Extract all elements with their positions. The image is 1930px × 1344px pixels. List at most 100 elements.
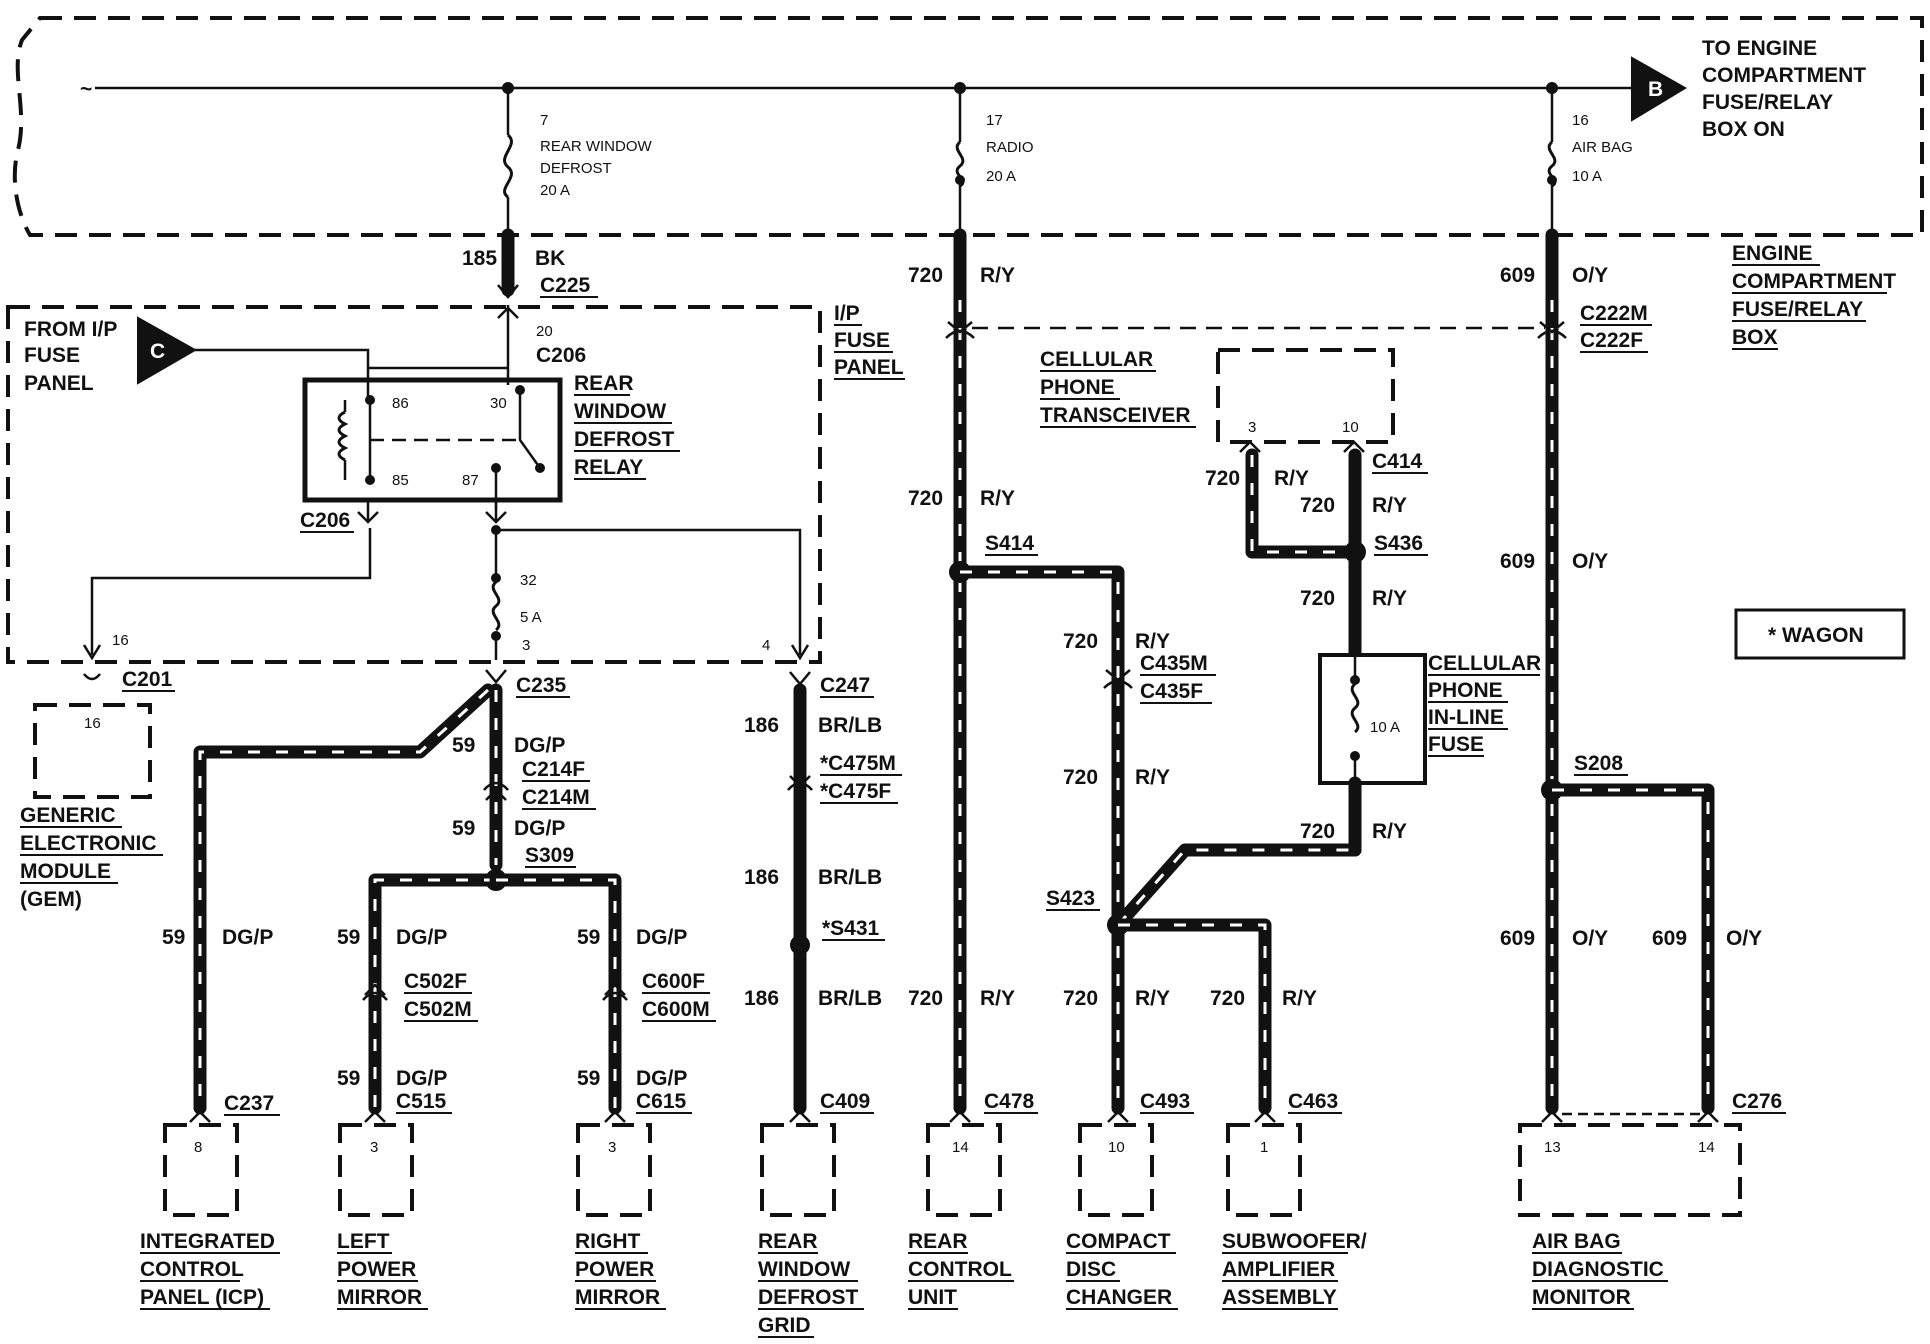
cellular-phone: CELLULAR PHONE TRANSCEIVER 3 10 C414 720…: [1040, 348, 1541, 857]
fuse-7-name2: DEFROST: [540, 160, 612, 177]
rpm-name-3: MIRROR: [575, 1286, 660, 1309]
wire-ry-i: R/Y: [1274, 467, 1309, 490]
wire-59-c: 59: [162, 926, 185, 949]
inline-fuse-name-2: PHONE: [1428, 679, 1503, 702]
wire-dgp-a: DG/P: [514, 734, 565, 757]
wire-720-d: 720: [1063, 766, 1098, 789]
circuit-186: C247 186 BR/LB *C475M *C475F 186 BR/LB *…: [744, 671, 902, 1115]
wire-brlb-c: BR/LB: [818, 987, 882, 1010]
wire-ry-g: R/Y: [1282, 987, 1317, 1010]
wire-dgp-d: DG/P: [396, 926, 447, 949]
wire-oy-a: O/Y: [1572, 264, 1608, 287]
wire-720-b: 720: [908, 487, 943, 510]
wire-ry-f: R/Y: [1135, 987, 1170, 1010]
wire-ry-j: R/Y: [1372, 494, 1407, 517]
fuse-7: 7 REAR WINDOW DEFROST 20 A: [502, 82, 653, 235]
wire-ry-e: R/Y: [980, 987, 1015, 1010]
wire-720-c: 720: [1063, 630, 1098, 653]
grid-name-1: REAR: [758, 1230, 818, 1253]
wire-dgp-b: DG/P: [514, 817, 565, 840]
conn-c435m: C435M: [1140, 652, 1208, 675]
wire-609-c: 609: [1500, 927, 1535, 950]
engine-fuse-box: ~ B TO ENGINE COMPARTMENT FUSE/RELAY BOX…: [12, 16, 1924, 237]
abm-name-2: DIAGNOSTIC: [1532, 1258, 1664, 1281]
relay-title-2: WINDOW: [574, 400, 666, 423]
conn-c600f: C600F: [642, 970, 705, 993]
gem-pin-16: 16: [84, 715, 101, 732]
rcu-name-2: CONTROL: [908, 1258, 1012, 1281]
gem-module: C201 16 GENERIC ELECTRONIC MODULE (GEM): [20, 668, 175, 911]
cdc-name-2: DISC: [1066, 1258, 1116, 1281]
conn-c214m: C214M: [522, 786, 590, 809]
conn-c237: C237: [224, 1092, 274, 1115]
wire-dgp-g: DG/P: [636, 1067, 687, 1090]
wire-186-c: 186: [744, 987, 779, 1010]
component-boxes: 8 INTEGRATED CONTROL PANEL (ICP) 3 LEFT …: [140, 1110, 1742, 1338]
rcu-name-1: REAR: [908, 1230, 968, 1253]
gem-name-2: ELECTRONIC: [20, 832, 157, 855]
fuse-17-amps: 20 A: [986, 168, 1016, 185]
from-ip-1: FROM I/P: [24, 318, 117, 341]
wire-dgp-f: DG/P: [396, 1067, 447, 1090]
rpm-pin-3: 3: [608, 1139, 616, 1156]
wire-59-b: 59: [452, 817, 475, 840]
from-ip-2: FUSE: [24, 344, 80, 367]
feed-note-line2: COMPARTMENT: [1702, 64, 1866, 87]
icp-pin-8: 8: [194, 1139, 202, 1156]
lpm-name-3: MIRROR: [337, 1286, 422, 1309]
wire-ry-d: R/Y: [1135, 766, 1170, 789]
wire-oy-d: O/Y: [1726, 927, 1762, 950]
gem-name-3: MODULE: [20, 860, 111, 883]
grid-name-3: DEFROST: [758, 1286, 859, 1309]
wire-dgp-c: DG/P: [222, 926, 273, 949]
conn-c222f: C222F: [1580, 329, 1643, 352]
lpm-name-2: POWER: [337, 1258, 416, 1281]
fuse-16-num: 16: [1572, 112, 1589, 129]
ip-fuse-panel: I/P FUSE PANEL FROM I/P FUSE PANEL C 20 …: [6, 302, 905, 664]
transceiver-pin-3: 3: [1248, 419, 1256, 436]
ground-squiggle: ~: [80, 78, 92, 101]
pin-4: 4: [762, 637, 770, 654]
engine-title-1: ENGINE: [1732, 242, 1813, 265]
feed-note-line1: TO ENGINE: [1702, 37, 1817, 60]
cdc-name-1: COMPACT: [1066, 1230, 1171, 1253]
rcu-pin-14: 14: [952, 1139, 969, 1156]
conn-c409: C409: [820, 1090, 870, 1113]
grid-name-2: WINDOW: [758, 1258, 850, 1281]
conn-c247: C247: [820, 674, 870, 697]
conn-c502f: C502F: [404, 970, 467, 993]
wire-oy-c: O/Y: [1572, 927, 1608, 950]
icp-name-3: PANEL (ICP): [140, 1286, 264, 1309]
engine-title-2: COMPARTMENT: [1732, 270, 1896, 293]
sub-pin-1: 1: [1260, 1139, 1268, 1156]
conn-c475m: *C475M: [820, 752, 896, 775]
circuit-185: 185 BK C225: [462, 228, 598, 299]
wire-dgp-e: DG/P: [636, 926, 687, 949]
feed-ref-c: C: [150, 340, 165, 363]
circuit-720: 720 R/Y 720 R/Y S414 720 R/Y C435M C435F…: [908, 228, 1545, 1115]
feed-ref-b: B: [1648, 78, 1663, 101]
conn-c276: C276: [1732, 1090, 1782, 1113]
transceiver-pin-10: 10: [1342, 419, 1359, 436]
inline-fuse-name-4: FUSE: [1428, 733, 1484, 756]
engine-title-4: BOX: [1732, 326, 1778, 349]
fuse-7-num: 7: [540, 112, 548, 129]
pin-20: 20: [536, 323, 553, 340]
wire-brlb-b: BR/LB: [818, 866, 882, 889]
splice-s431: *S431: [822, 917, 880, 940]
conn-c478: C478: [984, 1090, 1035, 1113]
ip-title-2: FUSE: [834, 329, 890, 352]
transceiver-name-3: TRANSCEIVER: [1040, 404, 1191, 427]
wire-609-d: 609: [1652, 927, 1687, 950]
gem-name-1: GENERIC: [20, 804, 116, 827]
abm-pin-13: 13: [1544, 1139, 1561, 1156]
wire-ry-k: R/Y: [1372, 587, 1407, 610]
conn-c214f: C214F: [522, 758, 585, 781]
ip-title-3: PANEL: [834, 356, 904, 379]
abm-pin-14: 14: [1698, 1139, 1715, 1156]
splice-s436: S436: [1374, 532, 1423, 555]
wire-720-e: 720: [908, 987, 943, 1010]
wire-59-a: 59: [452, 734, 475, 757]
wire-720-i: 720: [1205, 467, 1240, 490]
wire-720-h: 720: [1300, 820, 1335, 843]
